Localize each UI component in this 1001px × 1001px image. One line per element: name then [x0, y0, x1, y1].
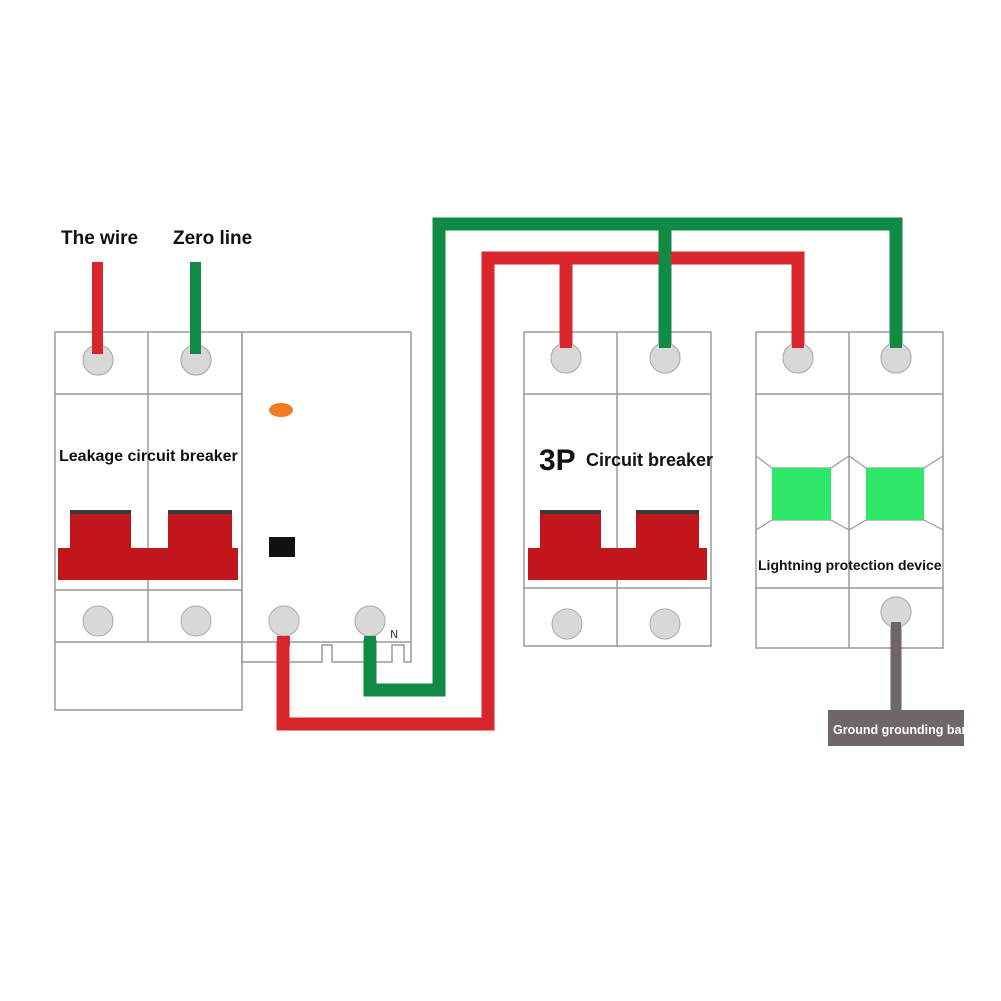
lightning-protection-device — [755, 331, 944, 649]
status-indicator-2 — [866, 468, 924, 520]
circuit-breaker-handle — [528, 512, 707, 580]
terminal-bottom-2 — [180, 605, 212, 637]
status-indicator-1 — [772, 468, 831, 520]
breaker-3p-label: Circuit breaker — [586, 450, 713, 470]
phase-wire-label: The wire — [61, 228, 138, 249]
ground-bar — [828, 710, 964, 746]
neutral-terminal-label: N — [390, 628, 398, 641]
leakage-breaker-label: Leakage circuit breaker — [59, 448, 238, 465]
neutral-wire-label: Zero line — [173, 228, 252, 249]
ground-bar-label: Ground grounding bar — [833, 723, 966, 737]
terminal-bottom-2 — [649, 608, 681, 640]
test-button[interactable] — [269, 403, 293, 417]
terminal-bottom-1 — [551, 608, 583, 640]
leakage-breaker — [54, 331, 243, 711]
circuit-breaker-3p — [523, 331, 712, 647]
lightning-device-label: Lightning protection device — [758, 557, 942, 573]
leakage-breaker-handle — [58, 512, 238, 580]
breaker-3p-prefix: 3P — [539, 444, 576, 477]
terminal-bottom-1 — [82, 605, 114, 637]
trip-indicator-window — [269, 537, 295, 557]
rcd-module: N — [241, 331, 412, 663]
